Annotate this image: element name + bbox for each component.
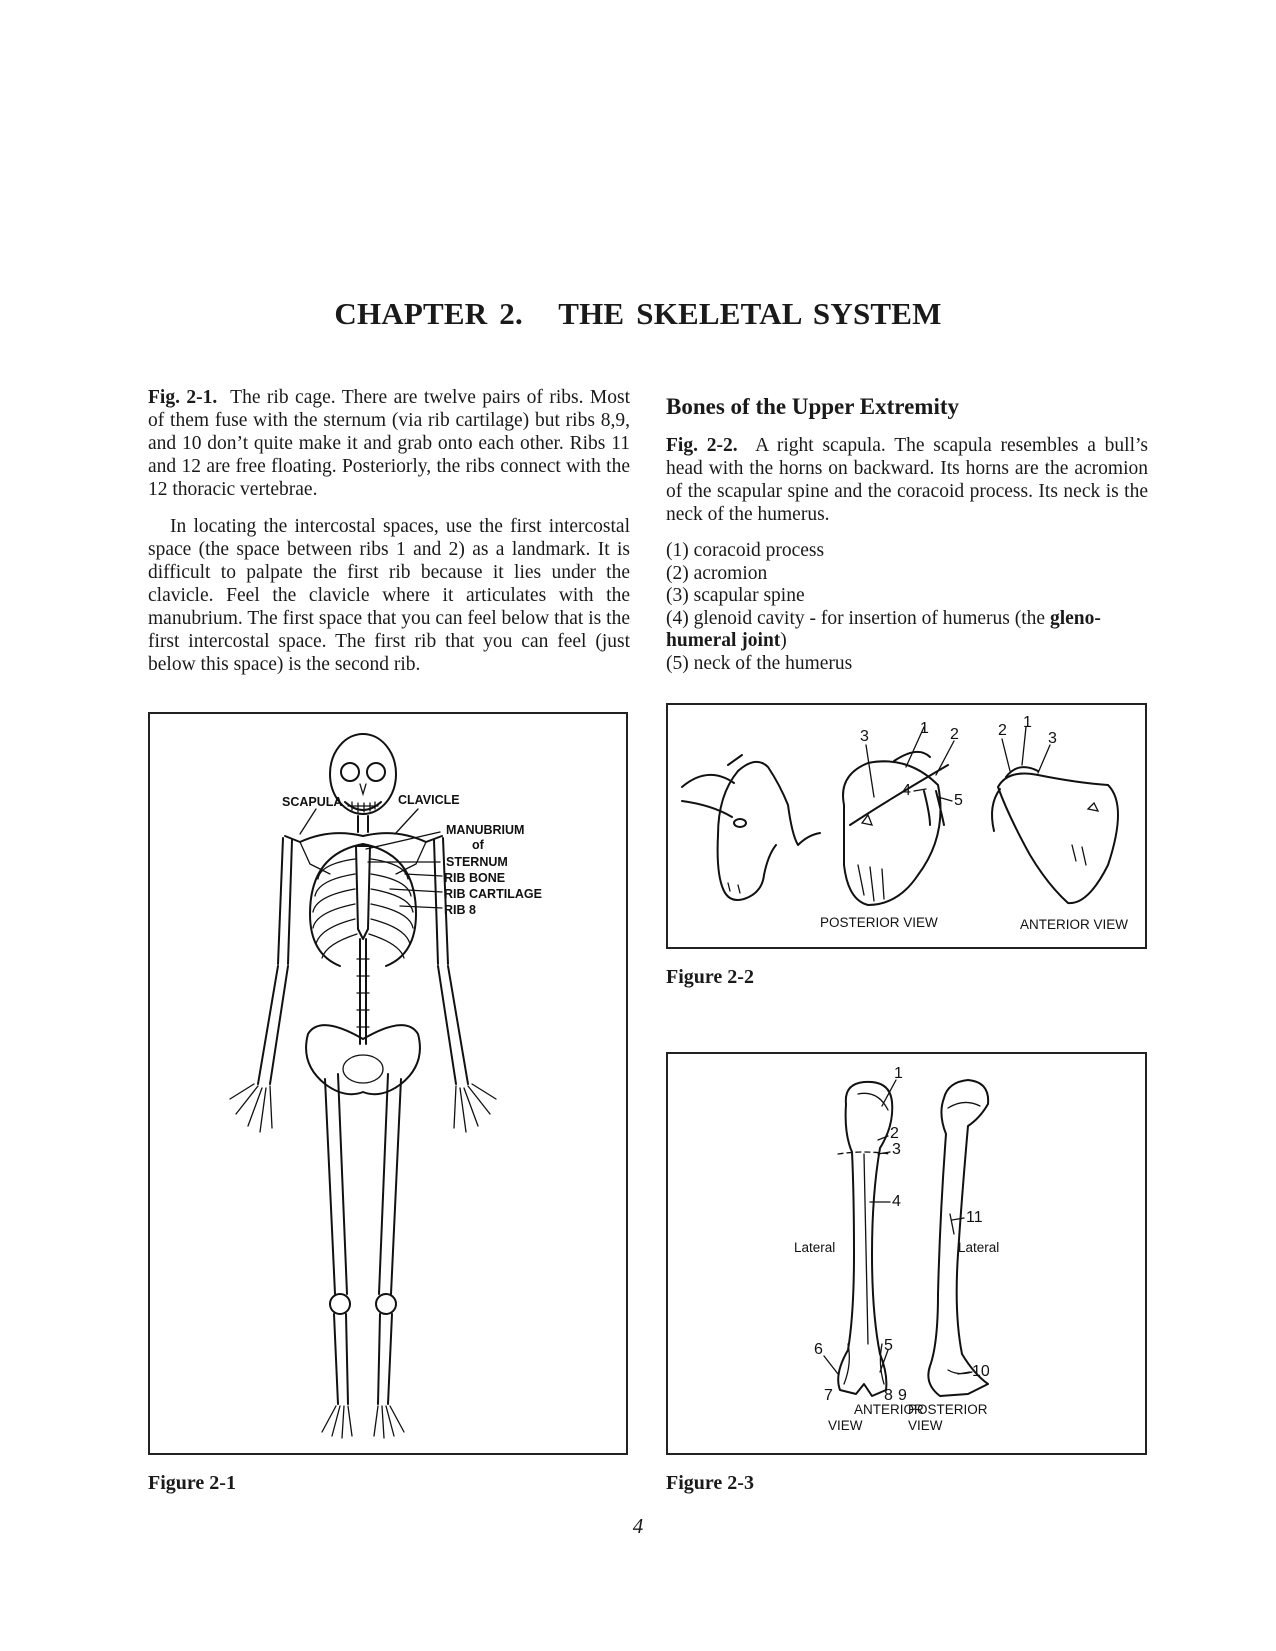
fig3-num-10: 10: [972, 1363, 990, 1380]
figure-2-2-frame: 3 1 2 4 5 2 1 3 POSTERIOR VIEW ANTERIOR …: [666, 703, 1147, 949]
fig3-num-1: 1: [894, 1065, 903, 1082]
scapula-parts-list: (1) coracoid process (2) acromion (3) sc…: [666, 540, 1148, 675]
anterior-view-label: ANTERIOR VIEW: [1020, 917, 1128, 932]
fig2-num-3b: 3: [1048, 730, 1057, 747]
figure-2-3-frame: 1 2 3 4 5 6 7 8 9 10 11 Lateral Lateral …: [666, 1052, 1147, 1455]
fig2-num-1a: 1: [920, 720, 929, 737]
fig2-num-4: 4: [902, 782, 911, 799]
anterior-view-label-1: ANTERIOR: [854, 1402, 924, 1417]
page-number: 4: [632, 1514, 644, 1538]
list-item-end: ): [780, 630, 787, 651]
figure-2-1-frame: SCAPULA CLAVICLE MANUBRIUM of STERNUM RI…: [148, 712, 628, 1455]
fig2-num-2a: 2: [950, 726, 959, 743]
label-rib-bone: RIB BONE: [444, 871, 505, 885]
list-item: (4) glenoid cavity - for insertion of hu…: [666, 608, 1148, 653]
fig2-num-1b: 1: [1023, 714, 1032, 731]
fig2-num-2b: 2: [998, 722, 1007, 739]
fig2-description: Fig. 2-2. A right scapula. The scapula r…: [666, 434, 1148, 526]
fig1-description: Fig. 2-1. The rib cage. There are twelve…: [148, 386, 630, 501]
label-manubrium: MANUBRIUM: [446, 823, 524, 837]
label-of: of: [472, 838, 485, 852]
chapter-title: CHAPTER 2. THE SKELETAL SYSTEM: [334, 296, 942, 331]
fig1-label: Fig. 2-1.: [148, 387, 218, 408]
fig2-num-5: 5: [954, 792, 963, 809]
list-item: (2) acromion: [666, 562, 768, 584]
fig3-num-5: 5: [884, 1337, 893, 1354]
fig3-num-9: 9: [898, 1387, 907, 1404]
fig3-num-7: 7: [824, 1387, 833, 1404]
fig2-num-3a: 3: [860, 728, 869, 745]
label-clavicle: CLAVICLE: [398, 793, 460, 807]
figure-2-2-caption: Figure 2-2: [666, 966, 754, 988]
lateral-label-right: Lateral: [958, 1240, 999, 1255]
fig2-text: A right scapula. The scapula resembles a…: [666, 435, 1148, 525]
left-column: Fig. 2-1. The rib cage. There are twelve…: [148, 386, 630, 690]
label-rib-cartilage: RIB CARTILAGE: [444, 887, 542, 901]
label-sternum: STERNUM: [446, 855, 508, 869]
label-rib-8: RIB 8: [444, 903, 476, 917]
humerus-illustration: 1 2 3 4 5 6 7 8 9 10 11 Lateral Lateral …: [794, 1065, 999, 1433]
fig3-num-8: 8: [884, 1387, 893, 1404]
list-item: (1) coracoid process: [666, 540, 825, 561]
fig1-text: The rib cage. There are twelve pairs of …: [148, 387, 630, 500]
posterior-view-label-1: POSTERIOR: [908, 1402, 988, 1417]
fig3-num-6: 6: [814, 1341, 823, 1358]
list-item: (5) neck of the humerus: [666, 652, 853, 674]
intercostal-paragraph: In locating the intercostal spaces, use …: [148, 516, 630, 675]
list-item: (3) scapular spine: [666, 585, 805, 606]
figure-2-1-caption: Figure 2-1: [148, 1472, 236, 1494]
label-scapula: SCAPULA: [282, 795, 342, 809]
fig3-num-11: 11: [966, 1209, 983, 1226]
figure-2-3-caption: Figure 2-3: [666, 1472, 754, 1494]
fig3-num-2: 2: [890, 1125, 899, 1142]
list-item-text: (4) glenoid cavity - for insertion of hu…: [666, 607, 1050, 629]
lateral-label-left: Lateral: [794, 1240, 835, 1255]
skeleton-illustration: SCAPULA CLAVICLE MANUBRIUM of STERNUM RI…: [229, 733, 542, 1439]
fig3-num-4: 4: [892, 1193, 901, 1210]
section-heading: Bones of the Upper Extremity: [666, 394, 960, 419]
fig2-label: Fig. 2-2.: [666, 435, 738, 456]
posterior-view-label-2: VIEW: [908, 1418, 943, 1433]
right-column: Bones of the Upper Extremity Fig. 2-2. A…: [666, 386, 1148, 675]
fig3-num-3: 3: [892, 1141, 901, 1158]
list-item-bold: gleno-humeral joint: [666, 607, 1101, 652]
posterior-view-label: POSTERIOR VIEW: [820, 915, 938, 930]
anterior-view-label-2: VIEW: [828, 1418, 863, 1433]
scapula-illustration: 3 1 2 4 5 2 1 3 POSTERIOR VIEW ANTERIOR …: [681, 714, 1128, 932]
